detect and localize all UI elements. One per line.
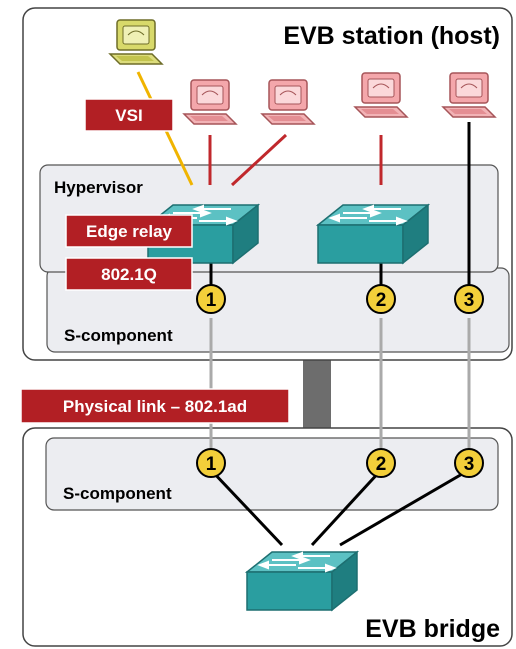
channel-badges (196, 284, 484, 478)
physical-link-label: Physical link – 802.1ad (63, 397, 247, 416)
channel-1-label: 1 (206, 290, 217, 311)
edge-relay-tag (65, 214, 193, 248)
hypervisor-label: Hypervisor (54, 178, 143, 197)
switch-icon (317, 204, 429, 264)
computer-icon-pink (261, 79, 315, 125)
vsi-tag (84, 98, 174, 132)
802-1q-label: 802.1Q (101, 265, 157, 284)
bridge-title: EVB bridge (365, 615, 500, 643)
channel-2-label: 2 (376, 454, 387, 475)
802-1q-tag (65, 257, 193, 291)
channel-2-label: 2 (376, 290, 387, 311)
edge-relay-label: Edge relay (86, 222, 173, 241)
s-component-bridge-label: S-component (63, 484, 172, 503)
vm-links (208, 133, 383, 187)
physical-links (209, 318, 471, 448)
channel-3-label: 3 (464, 290, 475, 311)
computer-icon-yellow (109, 19, 163, 65)
vsi-label: VSI (115, 106, 142, 125)
channel-1-label: 1 (206, 454, 217, 475)
computer-icon-pink (183, 79, 237, 125)
station-title: EVB station (host) (283, 22, 500, 50)
physical-link-tag (20, 388, 290, 424)
computer-icon-pink (354, 72, 408, 118)
physical-link-bar (303, 360, 331, 432)
computer-icon-pink (442, 72, 496, 118)
bridge-links (209, 468, 470, 547)
switch-icon-bridge (246, 551, 358, 611)
s-component-host-label: S-component (64, 326, 173, 345)
channel-3-label: 3 (464, 454, 475, 475)
